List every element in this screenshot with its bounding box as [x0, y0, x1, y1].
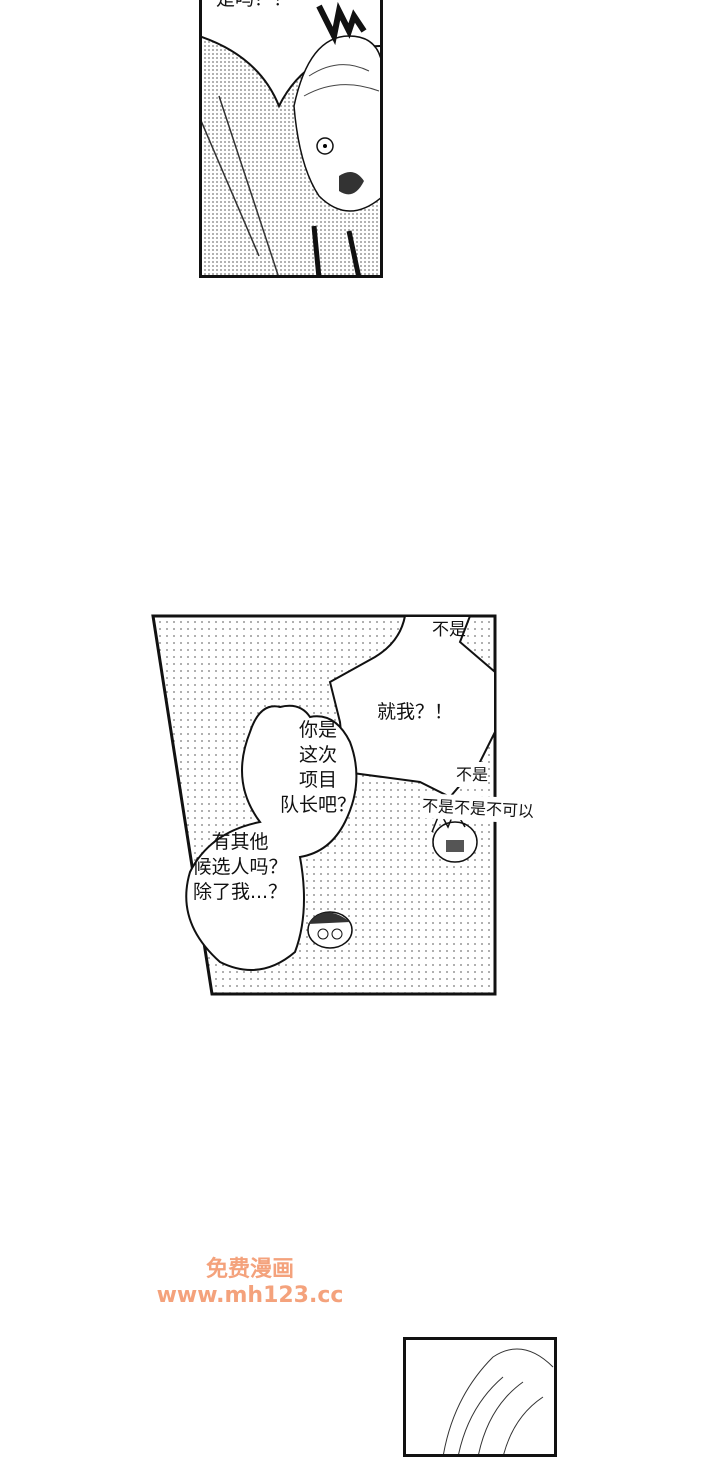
shout-text-main: 就我？！ — [377, 701, 454, 723]
aside-text-1: 不是 — [456, 762, 489, 787]
manga-panel-middle: 不是 就我？！ 你是 这次 项目 队长吧？ 有其他 候选人吗？ 除了我...？ … — [150, 612, 535, 998]
question-bubble-text: 你是 这次 项目 队长吧？ — [278, 718, 358, 818]
panel-top-art — [202, 1, 380, 275]
text-line: 除了我...？ — [192, 881, 288, 903]
watermark-line1: 免费漫画 — [205, 1257, 294, 1282]
candidates-bubble-text: 有其他 候选人吗？ 除了我...？ — [185, 830, 295, 905]
shout-text-top: 不是 — [432, 620, 466, 640]
watermark-line2: www.mh123.cc — [156, 1283, 344, 1308]
text-line: 这次 — [298, 744, 337, 766]
panel-bottom-art — [443, 1348, 554, 1454]
panel-top-caption: 是吗？！ — [216, 0, 292, 12]
text-line: 队长吧？ — [279, 794, 356, 816]
watermark: 免费漫画 www.mh123.cc — [155, 1257, 345, 1309]
text-line: 你是 — [298, 719, 337, 741]
text-line: 有其他 — [211, 831, 269, 853]
text-line: 项目 — [298, 769, 337, 791]
manga-panel-bottom — [403, 1337, 557, 1457]
text-line: 候选人吗？ — [192, 856, 288, 878]
manga-panel-top: 是吗？！ — [199, 0, 383, 278]
panel-middle-art — [151, 614, 497, 996]
